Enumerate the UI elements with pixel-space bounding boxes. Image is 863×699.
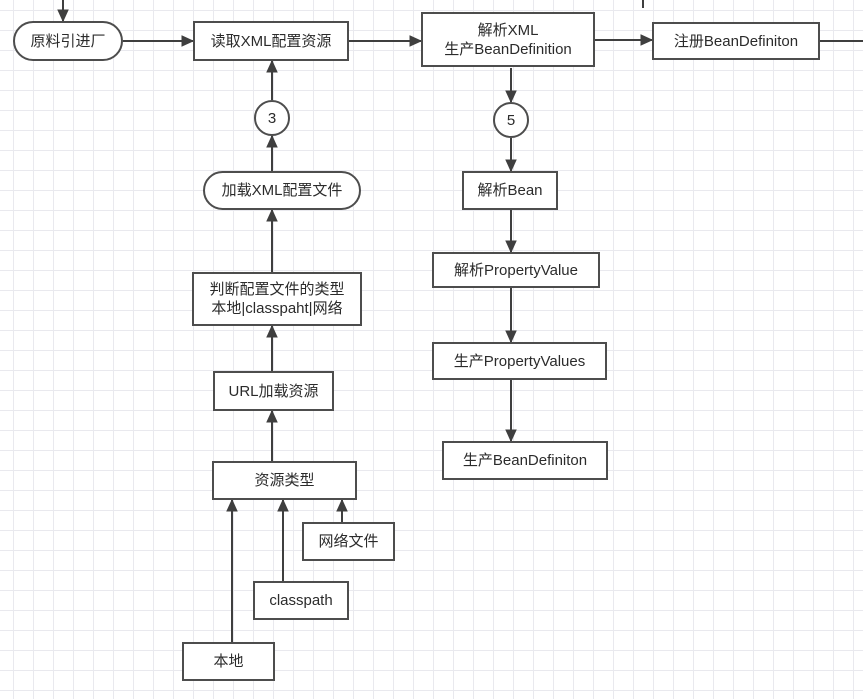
node-read-xml-config[interactable]: 读取XML配置资源 <box>193 21 349 61</box>
node-label: 原料引进厂 <box>30 32 106 50</box>
node-label: URL加载资源 <box>228 382 319 400</box>
node-raw-material-plant[interactable]: 原料引进厂 <box>13 21 123 61</box>
node-label: 读取XML配置资源 <box>210 32 332 50</box>
node-parse-xml-produce-beandefinition[interactable]: 解析XML 生产BeanDefinition <box>421 12 595 67</box>
node-label: 5 <box>506 111 516 129</box>
node-label: 生产PropertyValues <box>453 352 586 370</box>
node-judge-config-file-type[interactable]: 判断配置文件的类型 本地|classpaht|网络 <box>192 272 362 326</box>
node-produce-beandefiniton[interactable]: 生产BeanDefiniton <box>442 441 608 480</box>
node-label: 资源类型 <box>254 472 315 489</box>
node-label: 解析XML 生产BeanDefinition <box>444 21 572 58</box>
node-resource-type[interactable]: 资源类型 <box>212 461 357 500</box>
node-label: 加载XML配置文件 <box>221 182 343 199</box>
node-produce-propertyvalues[interactable]: 生产PropertyValues <box>432 342 607 380</box>
node-register-beandefiniton[interactable]: 注册BeanDefiniton <box>652 22 820 60</box>
node-label: 生产BeanDefiniton <box>462 452 588 469</box>
node-classpath[interactable]: classpath <box>253 581 349 620</box>
node-label: 判断配置文件的类型 本地|classpaht|网络 <box>209 281 345 317</box>
node-parse-bean[interactable]: 解析Bean <box>462 171 558 210</box>
node-parse-propertyvalue[interactable]: 解析PropertyValue <box>432 252 600 288</box>
node-label: 3 <box>267 109 277 127</box>
node-label: 注册BeanDefiniton <box>673 32 799 50</box>
node-url-load-resource[interactable]: URL加载资源 <box>213 371 334 411</box>
node-network-file[interactable]: 网络文件 <box>302 522 395 561</box>
node-local[interactable]: 本地 <box>182 642 275 681</box>
node-step-3[interactable]: 3 <box>254 100 290 136</box>
node-step-5[interactable]: 5 <box>493 102 529 138</box>
node-label: 解析PropertyValue <box>454 261 578 279</box>
node-label: 本地 <box>213 653 244 670</box>
node-label: 解析Bean <box>477 182 543 199</box>
node-label: 网络文件 <box>318 533 379 550</box>
node-label: classpath <box>269 592 333 609</box>
node-load-xml-config-file[interactable]: 加载XML配置文件 <box>203 171 361 210</box>
